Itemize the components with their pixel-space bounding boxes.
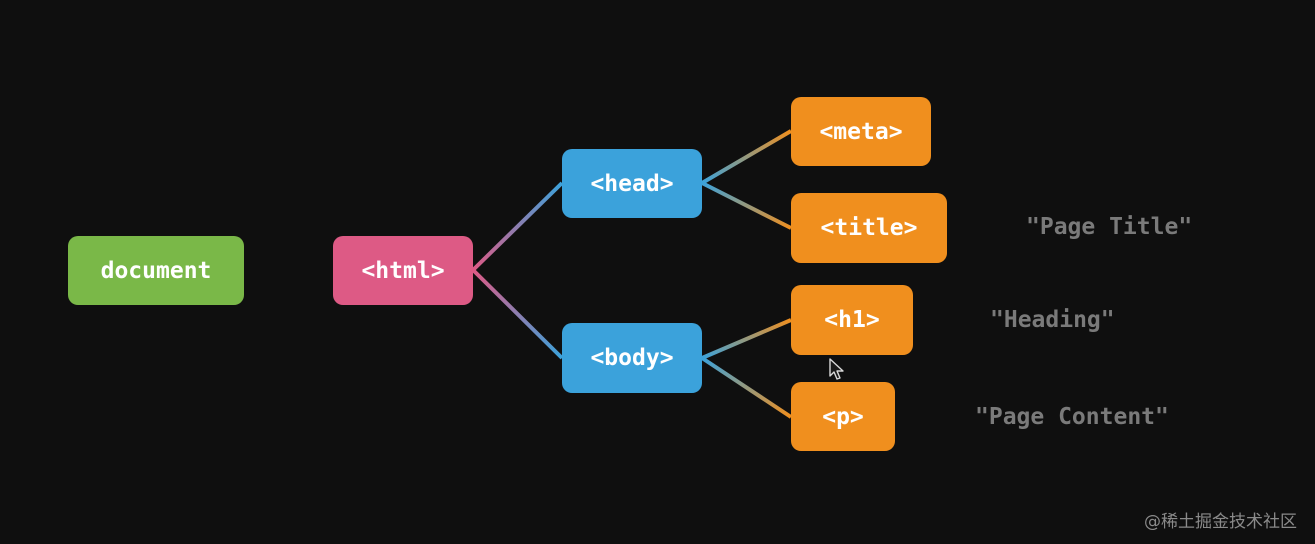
node-document: document [68,236,244,305]
edge-html-head [471,181,564,272]
node-html: <html> [333,236,473,305]
watermark: @稀土掘金技术社区 [1144,512,1297,532]
edge-head-meta [700,129,793,185]
node-body: <body> [562,323,702,393]
node-head: <head> [562,149,702,218]
edge-head-title [701,181,792,230]
node-h1: <h1> [791,285,913,355]
edge-body-h1 [701,318,792,360]
node-p: <p> [791,382,895,451]
edge-body-p [700,356,793,419]
mouse-cursor-icon [829,358,844,380]
node-meta: <meta> [791,97,931,166]
text-node-page-title: "Page Title" [1026,214,1193,240]
text-node-page-content: "Page Content" [975,404,1169,430]
text-node-heading: "Heading" [990,307,1115,333]
edge-html-body [471,268,564,360]
node-title: <title> [791,193,947,263]
